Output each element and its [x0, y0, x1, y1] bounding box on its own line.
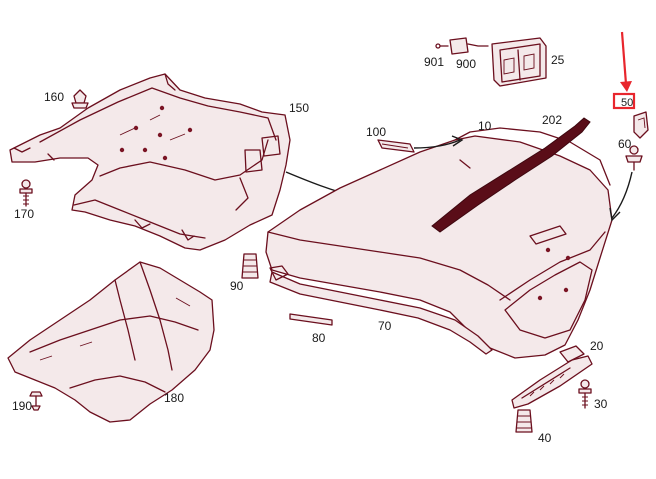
label-70: 70: [378, 319, 392, 333]
highlight-arrow-shaft: [620, 31, 628, 85]
spoiler-strip-202[interactable]: [431, 117, 591, 233]
screw-60[interactable]: [625, 145, 643, 171]
label-20: 20: [590, 339, 604, 353]
label-80: 80: [312, 331, 326, 345]
switch-unit-25[interactable]: [491, 37, 547, 87]
highlight-box-50: [612, 92, 636, 110]
strip-80[interactable]: [289, 313, 333, 326]
label-202: 202: [542, 113, 562, 127]
label-40: 40: [538, 431, 552, 445]
label-60: 60: [618, 137, 632, 151]
weatherstrip-70[interactable]: [269, 265, 493, 355]
label-10: 10: [478, 119, 492, 133]
label-100: 100: [366, 125, 386, 139]
screw-170[interactable]: [19, 179, 33, 207]
label-180: 180: [164, 391, 184, 405]
label-30: 30: [594, 397, 608, 411]
label-901: 901: [424, 55, 444, 69]
assembly-arrow-60: [611, 171, 633, 219]
bump-stop-40[interactable]: [515, 409, 533, 433]
bump-stop-90[interactable]: [241, 253, 259, 279]
label-50: 50: [621, 97, 633, 109]
label-900: 900: [456, 57, 476, 71]
clip-160[interactable]: [71, 89, 89, 109]
trunk-lid[interactable]: [265, 127, 613, 359]
trunk-liner-180[interactable]: [7, 261, 215, 423]
handle-20[interactable]: [511, 345, 593, 409]
assembly-arrowhead-100: [451, 135, 464, 147]
label-90: 90: [230, 279, 244, 293]
emblem-100[interactable]: [377, 139, 415, 153]
label-170: 170: [14, 207, 34, 221]
label-190: 190: [12, 399, 32, 413]
clip-190[interactable]: [29, 391, 43, 411]
label-160: 160: [44, 90, 64, 104]
highlight-arrowhead: [620, 81, 632, 92]
assembly-arrow-100: [413, 139, 461, 149]
screw-30[interactable]: [578, 379, 592, 409]
label-150: 150: [289, 101, 309, 115]
switch-connector-901[interactable]: [435, 37, 489, 55]
assembly-arrowhead-60: [609, 207, 621, 222]
label-25: 25: [551, 53, 565, 67]
trunk-lid-inner-panel[interactable]: [9, 73, 291, 251]
bracket-50[interactable]: [633, 111, 649, 139]
